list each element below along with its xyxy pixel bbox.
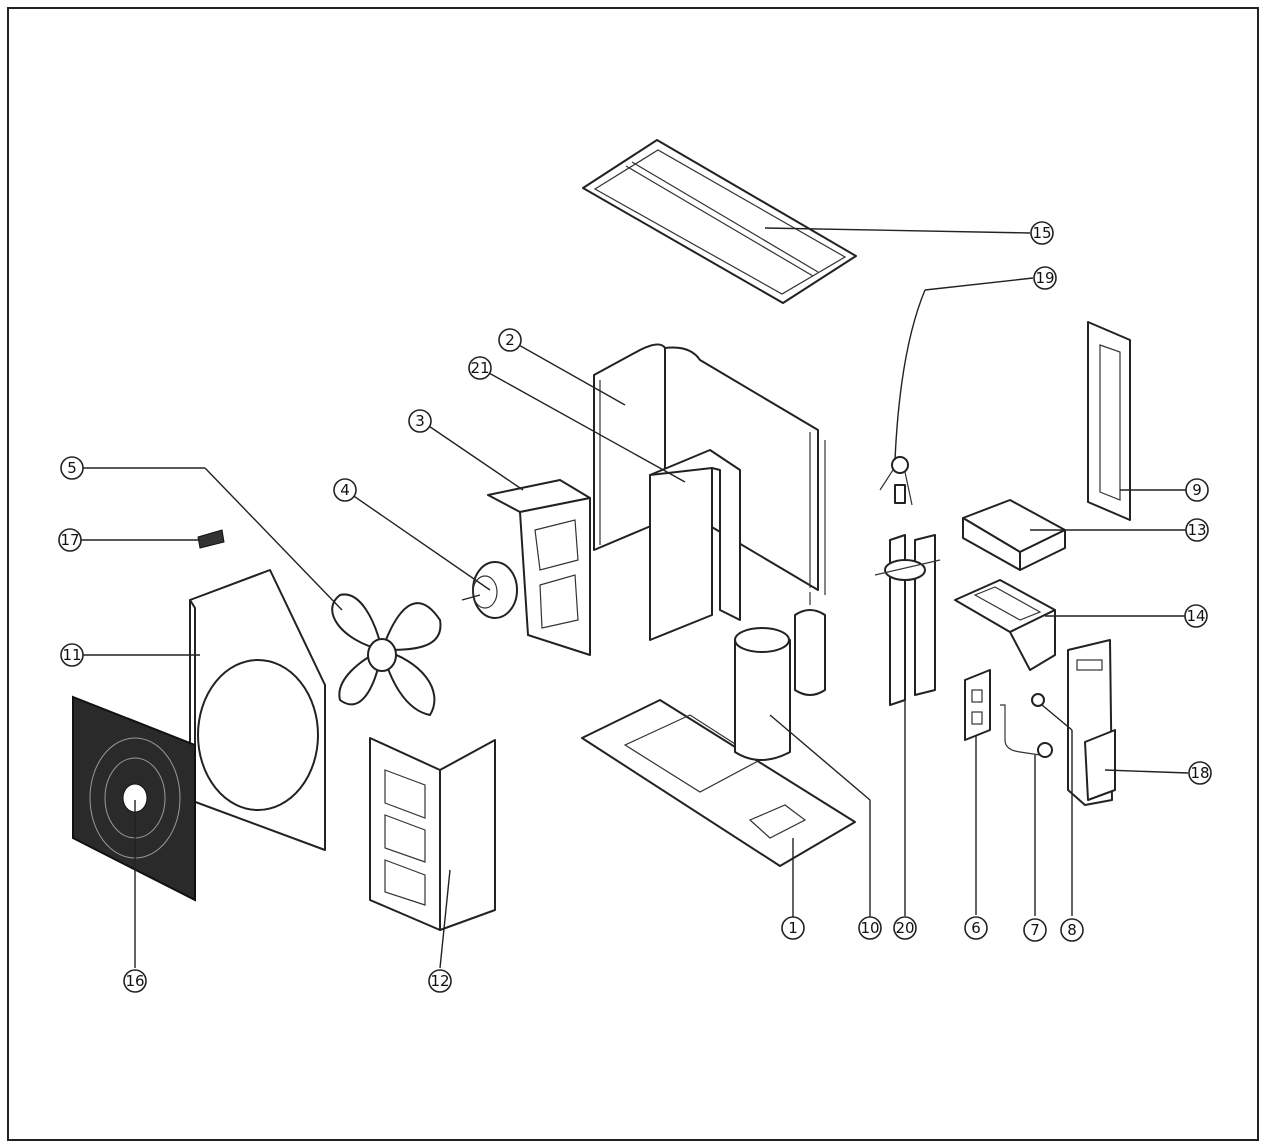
callout-19-label: 19: [1035, 269, 1054, 287]
diagram-frame: [7, 7, 1259, 1141]
callout-9: 9: [1185, 478, 1209, 502]
callout-18: 18: [1188, 761, 1212, 785]
part-front-panel: [189, 569, 326, 851]
callout-3-label: 3: [415, 412, 425, 430]
callout-18-label: 18: [1190, 764, 1209, 782]
callout-6: 6: [964, 916, 988, 940]
callout-15-label: 15: [1032, 224, 1051, 242]
callout-20-label: 20: [895, 919, 914, 937]
part-top-cover: [582, 139, 857, 304]
part-temperature-sensor: [879, 456, 913, 506]
callout-5: 5: [60, 456, 84, 480]
callout-16-label: 16: [125, 972, 144, 990]
callout-16: 16: [123, 969, 147, 993]
callout-1-label: 1: [788, 919, 798, 937]
part-valve-cover: [1067, 639, 1116, 806]
callout-19: 19: [1033, 266, 1057, 290]
callout-13: 13: [1185, 518, 1209, 542]
callout-7-label: 7: [1030, 921, 1040, 939]
callout-6-label: 6: [971, 919, 981, 937]
callout-12: 12: [428, 969, 452, 993]
part-service-valves: [1000, 693, 1053, 758]
part-right-side-panel: [369, 737, 496, 931]
part-terminal-block: [964, 669, 991, 741]
part-control-board: [954, 579, 1056, 671]
callout-7: 7: [1023, 918, 1047, 942]
leader-lines: [70, 227, 1189, 969]
part-electric-box-cover: [962, 499, 1066, 571]
callout-5-label: 5: [67, 459, 77, 477]
part-front-grille: [72, 695, 196, 902]
callout-21: 21: [468, 356, 492, 380]
callout-2-label: 2: [505, 331, 515, 349]
callout-13-label: 13: [1187, 521, 1206, 539]
part-fan-blade: [331, 593, 442, 716]
callout-4: 4: [333, 478, 357, 502]
part-motor-bracket: [487, 479, 591, 656]
callout-3: 3: [408, 409, 432, 433]
callout-4-label: 4: [340, 481, 350, 499]
callout-11: 11: [60, 643, 84, 667]
callout-21-label: 21: [470, 359, 489, 377]
callout-17: 17: [58, 528, 82, 552]
callout-12-label: 12: [430, 972, 449, 990]
part-base-pan: [581, 699, 856, 867]
callout-10: 10: [858, 916, 882, 940]
part-clip: [197, 529, 225, 549]
callout-10-label: 10: [860, 919, 879, 937]
callout-8: 8: [1060, 918, 1084, 942]
callout-20: 20: [893, 916, 917, 940]
callout-9-label: 9: [1192, 481, 1202, 499]
part-reversing-valve-assembly: [874, 534, 941, 706]
callout-8-label: 8: [1067, 921, 1077, 939]
part-partition-plate: [649, 449, 741, 641]
callout-17-label: 17: [60, 531, 79, 549]
part-condenser-coil: [593, 343, 826, 595]
part-fan-motor: [461, 561, 518, 619]
callout-11-label: 11: [62, 646, 81, 664]
part-right-rear-panel: [1087, 321, 1131, 521]
callout-14-label: 14: [1186, 607, 1205, 625]
callout-1: 1: [781, 916, 805, 940]
part-compressor: [734, 592, 826, 761]
callout-2: 2: [498, 328, 522, 352]
callout-14: 14: [1184, 604, 1208, 628]
callout-15: 15: [1030, 221, 1054, 245]
